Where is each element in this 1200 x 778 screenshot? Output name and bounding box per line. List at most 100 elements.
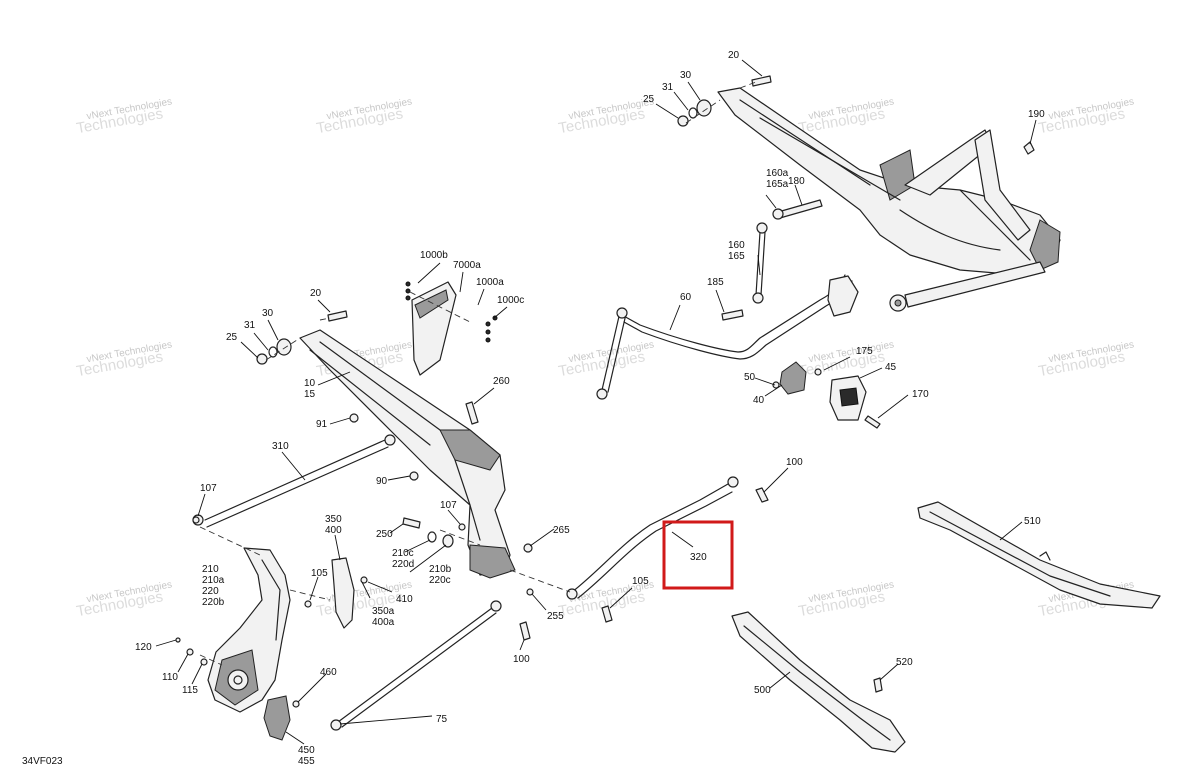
runner-510 [917, 501, 1161, 609]
nut-255 [526, 588, 534, 596]
bolt-20-lower [327, 310, 348, 322]
callout-500: 500 [754, 685, 771, 696]
callout-31: 31 [662, 82, 674, 93]
nut-460 [292, 700, 300, 708]
arm-320 [566, 476, 769, 600]
bushing-210b [442, 534, 454, 548]
rod-end [384, 434, 396, 446]
callout-1000c: 1000c [497, 295, 524, 306]
callout-260: 260 [493, 376, 510, 387]
bolt-190 [1023, 141, 1035, 155]
watermark: Technologies vNext Technologies [75, 579, 173, 620]
callout-410: 410 [396, 594, 413, 605]
watermark: Technologies vNext Technologies [797, 339, 895, 380]
callout-170: 170 [912, 389, 929, 400]
callout-labels: 20 30 31 25 190 160a 165a 180 160 165 18… [135, 50, 1045, 767]
bolt-170 [864, 415, 881, 429]
bolt-520 [873, 677, 883, 693]
callout-460: 460 [320, 667, 337, 678]
callout-75: 75 [436, 714, 448, 725]
plate-350 [331, 557, 355, 629]
callout-185: 185 [707, 277, 724, 288]
watermark: Technologies vNext Technologies [557, 96, 655, 137]
bolt-105 [601, 605, 613, 623]
callout-90: 90 [376, 476, 388, 487]
callout-25-lower: 25 [226, 332, 238, 343]
washer-115 [200, 658, 208, 666]
callout-31-lower: 31 [244, 320, 256, 331]
bolt-250 [402, 517, 421, 529]
callout-1000a: 1000a [476, 277, 504, 288]
link-160-top [756, 222, 768, 234]
washer-31-lower [268, 346, 278, 358]
rivet [485, 337, 491, 343]
bracket-bearing [227, 669, 249, 691]
link-160-bottom [752, 292, 764, 304]
watermark: Technologies vNext Technologies [1037, 339, 1135, 380]
washer-31-upper [688, 107, 698, 119]
watermark: Technologies vNext Technologies [75, 339, 173, 380]
callout-45: 45 [885, 362, 897, 373]
callout-210b: 210b [429, 564, 452, 575]
callout-220d: 220d [392, 559, 414, 570]
bolt-100-lower [519, 621, 531, 641]
arm-end [566, 588, 578, 600]
mud-flap-assembly [405, 281, 498, 376]
callout-91: 91 [316, 419, 328, 430]
callout-30-lower: 30 [262, 308, 274, 319]
callout-350: 350 [325, 514, 342, 525]
callout-190: 190 [1028, 109, 1045, 120]
nut-25-lower [256, 353, 268, 365]
callout-20-lower: 20 [310, 288, 322, 299]
bushing-30-upper [696, 99, 712, 117]
nut-107-left [192, 516, 200, 524]
callout-165a: 165a [766, 179, 789, 190]
callout-120: 120 [135, 642, 152, 653]
nut-105 [304, 600, 312, 608]
watermark: Technologies vNext Technologies [797, 96, 895, 137]
bushing-hole [894, 299, 902, 307]
bolt-185 [721, 309, 744, 321]
center-fasteners [192, 516, 613, 641]
rod-end [490, 600, 502, 612]
highlight-box-320 [662, 520, 734, 590]
callout-160: 160 [728, 240, 745, 251]
runner-500-body [731, 611, 906, 753]
nut-25-upper [677, 115, 689, 127]
link-rod-310 [192, 434, 396, 528]
bracket-450 [263, 695, 291, 741]
watermark: Technologies vNext Technologies [1037, 96, 1135, 137]
washer-210c [427, 531, 437, 543]
bolt-100-upper [755, 487, 769, 503]
callout-210: 210 [202, 564, 219, 575]
bushing-30-lower [276, 338, 292, 356]
callout-400a: 400a [372, 617, 395, 628]
callout-107-center: 107 [440, 500, 457, 511]
callout-350a: 350a [372, 606, 395, 617]
callout-210a: 210a [202, 575, 225, 586]
anti-sway-bar-assembly [596, 199, 881, 429]
nut-160a [772, 208, 784, 220]
rear-arm-side-link [974, 129, 1031, 241]
callout-50: 50 [744, 372, 756, 383]
callout-115: 115 [182, 685, 198, 696]
callout-15: 15 [304, 389, 316, 400]
sway-link-end-top [616, 307, 628, 319]
screw-50 [772, 381, 780, 389]
rivet [405, 295, 411, 301]
rivet [485, 329, 491, 335]
rivet [485, 321, 491, 327]
callout-105-left: 105 [311, 568, 328, 579]
screw-175 [814, 368, 822, 376]
callout-520: 520 [896, 657, 913, 668]
callout-100-upper: 100 [786, 457, 803, 468]
front-arm-lower-bracket [469, 544, 516, 579]
callout-220c: 220c [429, 575, 451, 586]
watermark: Technologies vNext Technologies [75, 96, 173, 137]
watermark: Technologies vNext Technologies [315, 96, 413, 137]
callout-105-right: 105 [632, 576, 649, 587]
callout-180: 180 [788, 176, 805, 187]
callout-400: 400 [325, 525, 342, 536]
watermark: Technologies vNext Technologies [557, 339, 655, 380]
